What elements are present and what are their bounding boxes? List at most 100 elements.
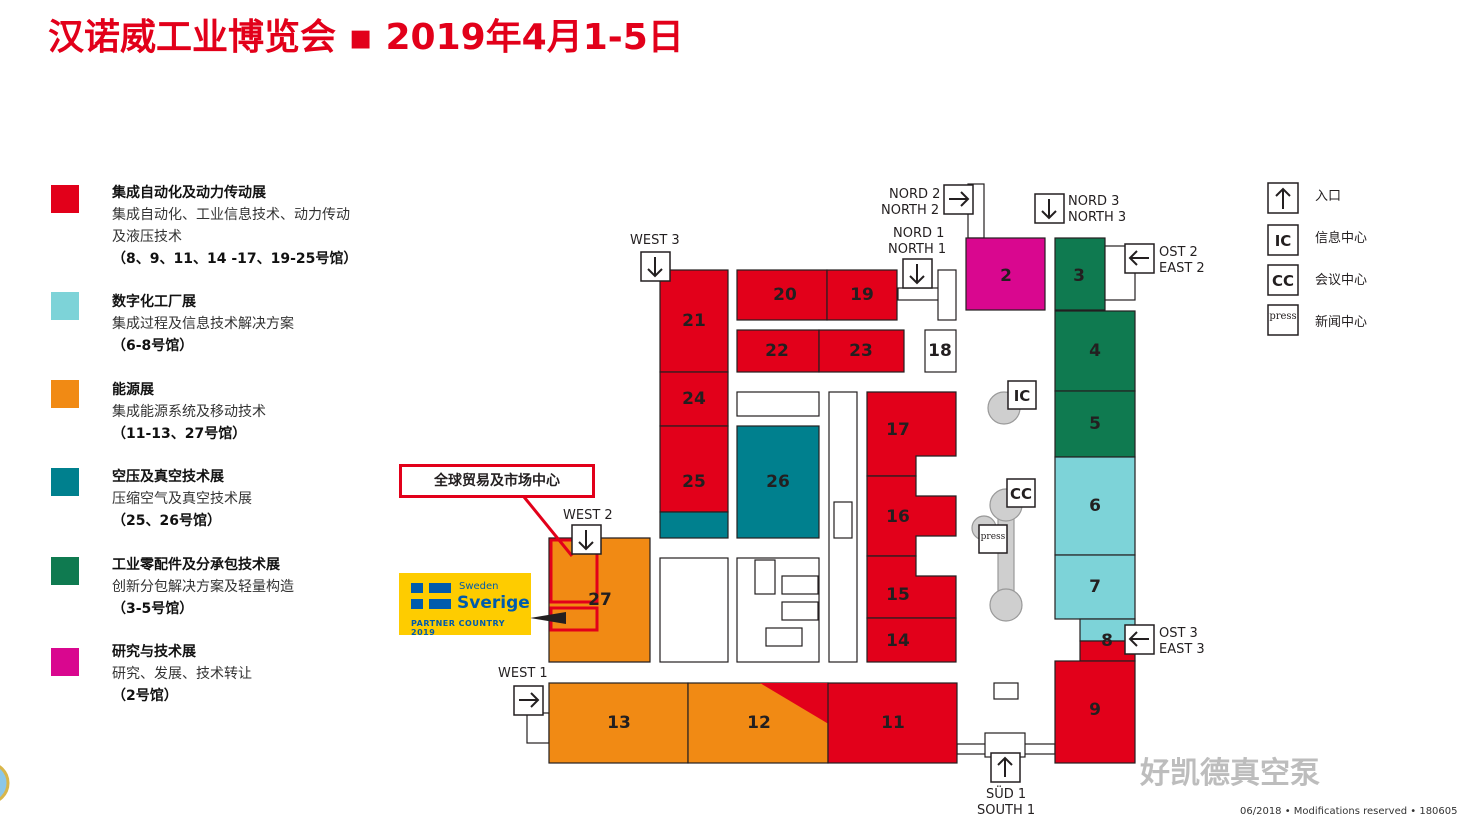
legend-item-compressed-air: 空压及真空技术展 压缩空气及真空技术展 （25、26号馆） <box>112 466 252 532</box>
gate-nord3: NORD 3 <box>1068 194 1119 209</box>
gate-east3: EAST 3 <box>1159 642 1205 657</box>
legend-desc: 集成过程及信息技术解决方案 <box>112 316 294 332</box>
hall-5[interactable] <box>1054 390 1136 458</box>
hall-label: 26 <box>766 472 790 492</box>
hall-4[interactable] <box>1054 310 1136 392</box>
legend-desc: 压缩空气及真空技术展 <box>112 491 252 507</box>
partner-line2: Sverige <box>457 593 530 613</box>
hall-label: 7 <box>1089 577 1101 597</box>
key-cc-icon <box>1267 264 1299 296</box>
hall-label: 11 <box>881 713 905 733</box>
hall-25-teal <box>659 511 729 539</box>
legend-desc: 创新分包解决方案及轻量构造 <box>112 579 294 595</box>
partner-country-badge: Sweden Sverige PARTNER COUNTRY 2019 <box>399 573 531 637</box>
gate-nord1: NORD 1 <box>893 226 944 241</box>
annex <box>659 557 729 663</box>
hall-label: 5 <box>1089 414 1101 434</box>
hall-label: 20 <box>773 285 797 305</box>
annex <box>736 391 820 417</box>
hall-9[interactable] <box>1054 660 1136 764</box>
hall-2[interactable] <box>965 237 1046 311</box>
hall-label: 16 <box>886 507 910 527</box>
gate-ost2: OST 2 <box>1159 245 1198 260</box>
annex <box>781 575 819 595</box>
cc-label: CC <box>1010 485 1032 503</box>
annex <box>765 627 803 647</box>
hall-14[interactable] <box>866 617 957 663</box>
sweden-flag-icon <box>411 583 451 609</box>
legend-item-energy: 能源展 集成能源系统及移动技术 （11-13、27号馆） <box>112 379 266 445</box>
legend-title: 研究与技术展 <box>112 644 196 660</box>
gate-west3: WEST 3 <box>630 233 680 248</box>
hall-label: 2 <box>1000 266 1012 286</box>
legend-desc: 集成能源系统及移动技术 <box>112 404 266 420</box>
key-entrance-label: 入口 <box>1315 189 1342 204</box>
key-press-symbol: press <box>1269 311 1296 322</box>
annex <box>781 601 819 621</box>
hall-label: 27 <box>588 590 612 610</box>
hall-label: 19 <box>850 285 874 305</box>
hall-label: 6 <box>1089 496 1101 516</box>
hall-20[interactable] <box>736 269 828 321</box>
legend-halls: （11-13、27号馆） <box>112 426 247 442</box>
press-icon[interactable] <box>978 524 1008 554</box>
hall-label: 9 <box>1089 700 1101 720</box>
gate-north3: NORTH 3 <box>1068 210 1126 225</box>
hall-25[interactable] <box>659 425 729 513</box>
legend-halls: （3-5号馆） <box>112 601 194 617</box>
legend-halls: （2号馆） <box>112 688 178 704</box>
gate-nord2: NORD 2 <box>889 187 940 202</box>
gate-north1: NORTH 1 <box>888 242 946 257</box>
hall-label: 3 <box>1073 266 1085 286</box>
cc-icon[interactable] <box>1006 478 1036 508</box>
hall-label: 4 <box>1089 341 1101 361</box>
legend-swatch-compressed-air <box>51 468 79 496</box>
hall-21[interactable] <box>659 269 729 373</box>
gate-west2: WEST 2 <box>563 508 613 523</box>
hall-16[interactable] <box>866 475 957 557</box>
legend-title: 能源展 <box>112 382 154 398</box>
hall-17[interactable] <box>866 391 957 477</box>
legend-swatch-digital <box>51 292 79 320</box>
hall-18[interactable] <box>924 329 957 373</box>
key-ic-label: 信息中心 <box>1315 231 1368 246</box>
global-trade-center-label: 全球贸易及市场中心 <box>399 464 595 498</box>
annex <box>754 559 776 595</box>
watermark: 好凯德真空泵 <box>1140 756 1320 791</box>
page-title: 汉诺威工业博览会 ▪ 2019年4月1-5日 <box>48 17 684 58</box>
legend-title: 集成自动化及动力传动展 <box>112 185 266 201</box>
globe-decoration <box>0 765 10 801</box>
hall-label: 17 <box>886 420 910 440</box>
legend-title: 工业零配件及分承包技术展 <box>112 557 280 573</box>
hall-11[interactable] <box>827 682 958 764</box>
legend-halls: （6-8号馆） <box>112 338 194 354</box>
hall-3[interactable] <box>1054 237 1106 311</box>
ic-label: IC <box>1014 387 1031 405</box>
hall-23[interactable] <box>818 329 905 373</box>
hall-26[interactable] <box>736 425 820 539</box>
press-label: press <box>981 532 1006 542</box>
legend-title: 数字化工厂展 <box>112 294 196 310</box>
key-ic-icon <box>1267 224 1299 256</box>
annex <box>993 682 1019 700</box>
key-cc-label: 会议中心 <box>1315 273 1368 288</box>
legend-desc: 集成自动化、工业信息技术、动力传动 <box>112 207 350 223</box>
legend-desc: 及液压技术 <box>112 229 182 245</box>
legend-swatch-energy <box>51 380 79 408</box>
hall-13[interactable] <box>548 682 689 764</box>
annex <box>937 269 957 321</box>
legend-title: 空压及真空技术展 <box>112 469 224 485</box>
hall-19[interactable] <box>826 269 898 321</box>
hall-label: 14 <box>886 631 910 651</box>
partner-line3: PARTNER COUNTRY 2019 <box>411 619 506 637</box>
legend-halls: （8、9、11、14 -17、19-25号馆） <box>112 251 358 267</box>
hall-24[interactable] <box>659 371 729 427</box>
partner-pointer <box>530 612 566 624</box>
footer-note: 06/2018 • Modifications reserved • 18060… <box>1240 806 1458 817</box>
hall-label: 18 <box>928 341 952 361</box>
ic-icon[interactable] <box>1007 380 1037 410</box>
hall-15[interactable] <box>866 555 957 619</box>
legend-item-industrial-supply: 工业零配件及分承包技术展 创新分包解决方案及轻量构造 （3-5号馆） <box>112 554 294 620</box>
hall-22[interactable] <box>736 329 820 373</box>
